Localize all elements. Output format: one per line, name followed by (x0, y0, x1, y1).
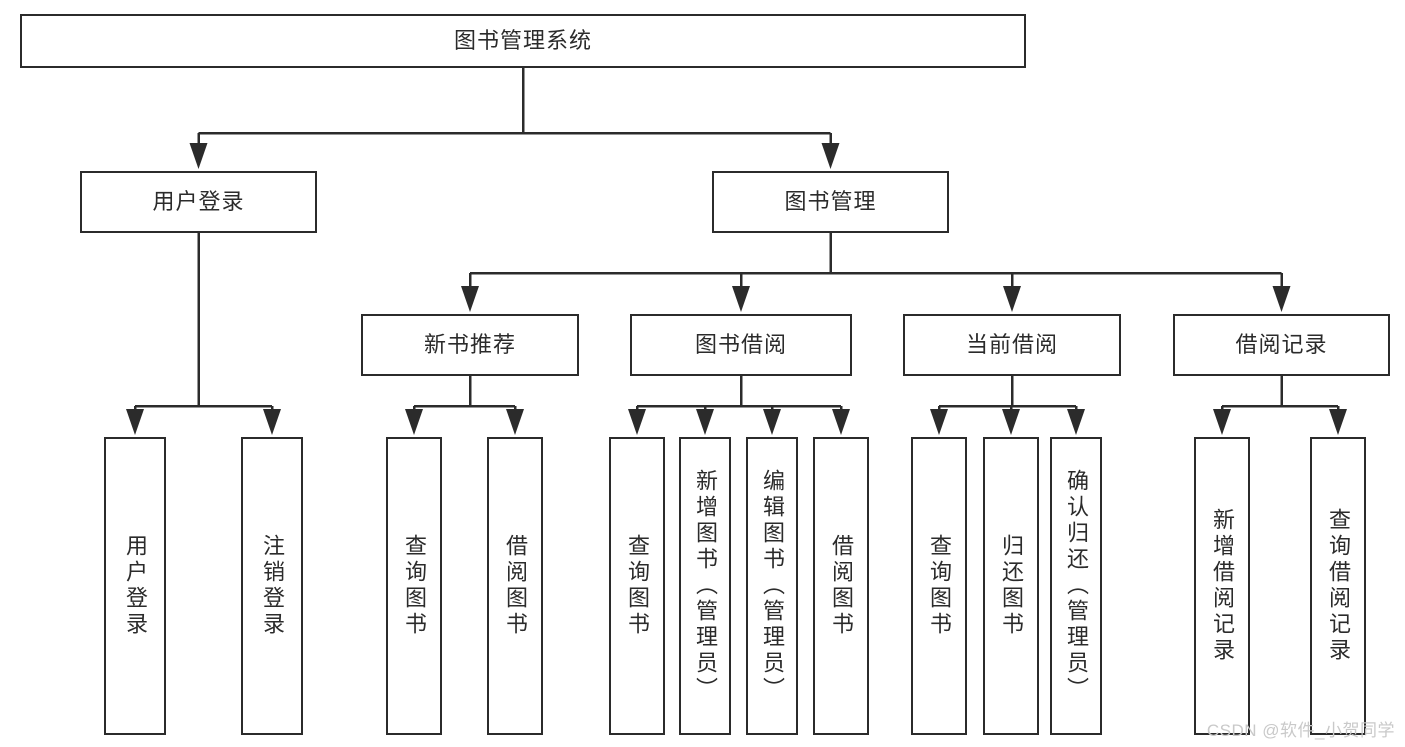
arrowhead-new-book-rec (461, 286, 479, 312)
arrowhead-leaf-query-book-3 (930, 409, 948, 435)
node-label-leaf-edit-book: 编辑图书（管理员） (760, 469, 785, 703)
arrowhead-user-login (189, 143, 208, 169)
node-label-borrow-record: 借阅记录 (1235, 331, 1328, 357)
arrowhead-leaf-query-book-1 (405, 409, 423, 435)
node-leaf-query-record[interactable]: 查询借阅记录 (1310, 437, 1366, 735)
node-label-leaf-return-book: 归还图书 (999, 534, 1024, 638)
node-label-leaf-query-book-2: 查询图书 (625, 534, 650, 638)
node-borrow-record[interactable]: 借阅记录 (1173, 314, 1390, 376)
node-user-login[interactable]: 用户登录 (80, 171, 317, 233)
node-root[interactable]: 图书管理系统 (20, 14, 1026, 68)
arrowhead-leaf-borrow-book-1 (506, 409, 524, 435)
node-label-leaf-query-book-1: 查询图书 (402, 534, 427, 638)
node-leaf-add-book[interactable]: 新增图书（管理员） (679, 437, 731, 735)
arrowhead-leaf-query-book-2 (628, 409, 646, 435)
arrowhead-current-borrow (1003, 286, 1021, 312)
arrowhead-book-borrow (732, 286, 750, 312)
arrowhead-leaf-user-login (126, 409, 144, 435)
node-new-book-rec[interactable]: 新书推荐 (361, 314, 579, 376)
node-leaf-query-book-2[interactable]: 查询图书 (609, 437, 665, 735)
node-label-leaf-add-book: 新增图书（管理员） (693, 469, 718, 703)
node-leaf-confirm-return[interactable]: 确认归还（管理员） (1050, 437, 1102, 735)
arrowhead-leaf-query-record (1329, 409, 1347, 435)
arrowhead-leaf-return-book (1002, 409, 1020, 435)
node-leaf-return-book[interactable]: 归还图书 (983, 437, 1039, 735)
node-book-manage[interactable]: 图书管理 (712, 171, 949, 233)
node-label-user-login: 用户登录 (152, 188, 245, 214)
node-label-leaf-query-book-3: 查询图书 (927, 534, 952, 638)
arrowhead-book-manage (821, 143, 840, 169)
node-leaf-logout[interactable]: 注销登录 (241, 437, 303, 735)
node-leaf-edit-book[interactable]: 编辑图书（管理员） (746, 437, 798, 735)
node-label-leaf-logout: 注销登录 (260, 534, 285, 638)
arrowhead-leaf-logout (263, 409, 281, 435)
node-label-current-borrow: 当前借阅 (965, 331, 1058, 357)
node-label-book-borrow: 图书借阅 (694, 331, 787, 357)
arrowhead-leaf-edit-book (763, 409, 781, 435)
node-leaf-query-book-3[interactable]: 查询图书 (911, 437, 967, 735)
arrowhead-leaf-borrow-book-2 (832, 409, 850, 435)
node-label-leaf-borrow-book-1: 借阅图书 (503, 534, 528, 638)
node-label-book-manage: 图书管理 (784, 188, 877, 214)
node-label-leaf-user-login: 用户登录 (123, 534, 148, 638)
node-label-root: 图书管理系统 (453, 27, 592, 53)
node-label-leaf-borrow-book-2: 借阅图书 (829, 534, 854, 638)
node-leaf-add-record[interactable]: 新增借阅记录 (1194, 437, 1250, 735)
node-label-leaf-add-record: 新增借阅记录 (1210, 508, 1235, 664)
node-label-leaf-query-record: 查询借阅记录 (1326, 508, 1351, 664)
arrowhead-leaf-add-book (696, 409, 714, 435)
node-label-leaf-confirm-return: 确认归还（管理员） (1064, 469, 1089, 703)
node-book-borrow[interactable]: 图书借阅 (630, 314, 852, 376)
node-leaf-user-login[interactable]: 用户登录 (104, 437, 166, 735)
node-leaf-query-book-1[interactable]: 查询图书 (386, 437, 442, 735)
node-leaf-borrow-book-2[interactable]: 借阅图书 (813, 437, 869, 735)
node-label-new-book-rec: 新书推荐 (423, 331, 516, 357)
node-current-borrow[interactable]: 当前借阅 (903, 314, 1121, 376)
arrowhead-leaf-add-record (1213, 409, 1231, 435)
node-leaf-borrow-book-1[interactable]: 借阅图书 (487, 437, 543, 735)
arrowhead-borrow-record (1272, 286, 1291, 312)
arrowhead-leaf-confirm-return (1067, 409, 1085, 435)
